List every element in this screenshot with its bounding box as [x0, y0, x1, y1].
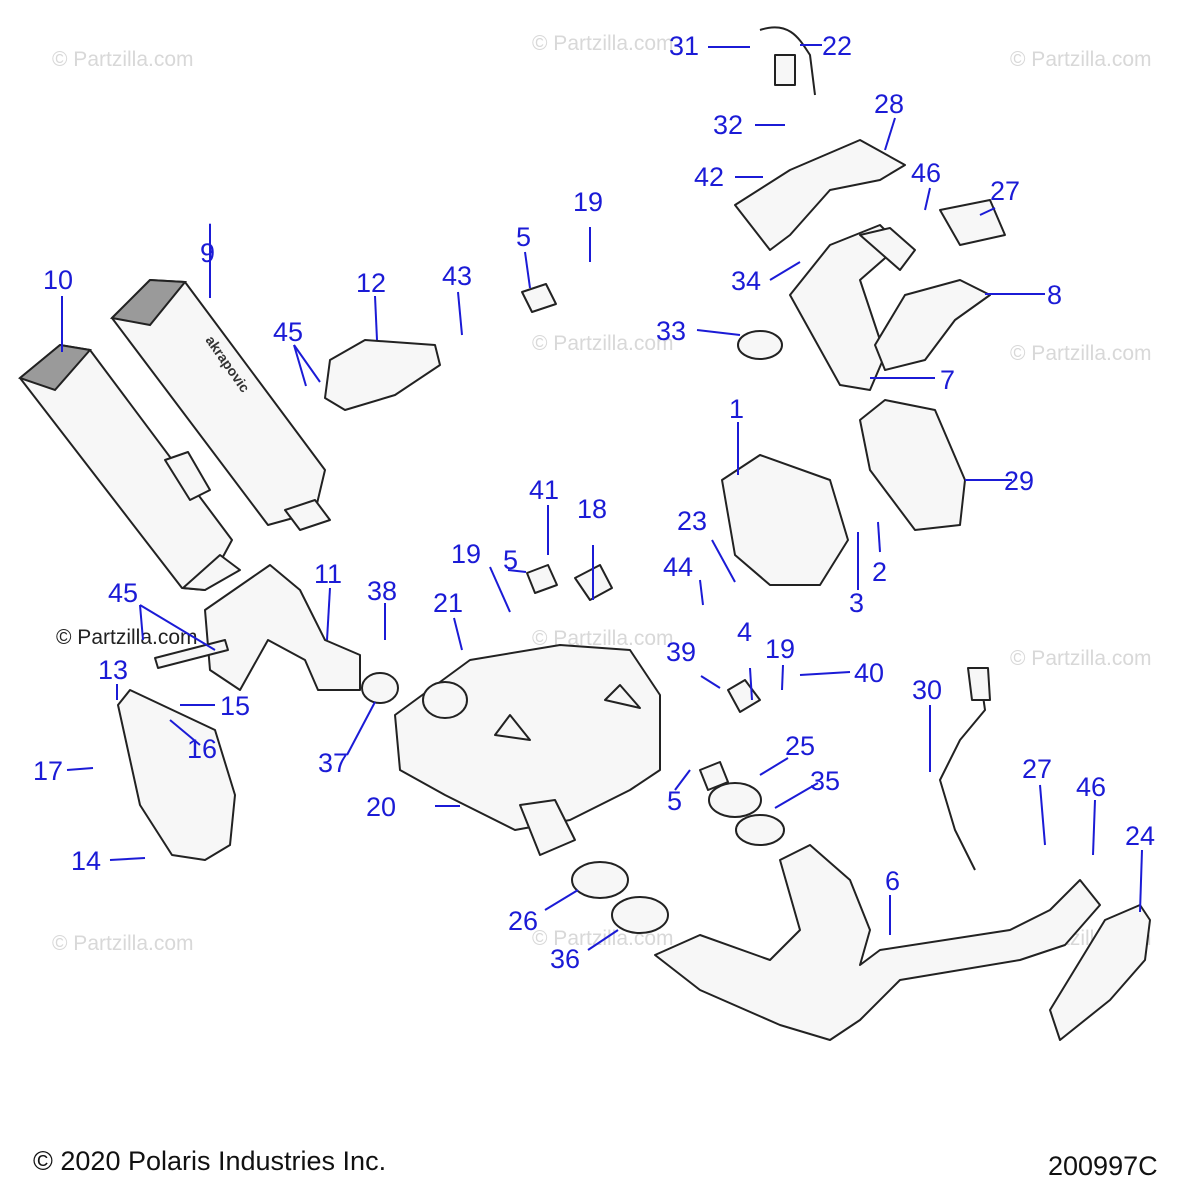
- diagram-id: 200997C: [1048, 1151, 1158, 1181]
- callout-label[interactable]: 35: [810, 766, 840, 796]
- watermark: © Partzilla.com: [52, 48, 194, 71]
- cover: [721, 454, 849, 586]
- bushing: [521, 283, 557, 313]
- callout-label[interactable]: 20: [366, 792, 396, 822]
- callout-label[interactable]: 4: [737, 617, 752, 647]
- leader-lines: [61, 44, 1143, 951]
- clamp: [611, 896, 669, 934]
- callout-label[interactable]: 27: [1022, 754, 1052, 784]
- callout-label[interactable]: 45: [273, 317, 303, 347]
- callout-label[interactable]: 46: [1076, 772, 1106, 802]
- parts-drawing: akrapovic: [17, 26, 1151, 1041]
- watermark: © Partzilla.com: [1010, 342, 1152, 365]
- callout-label[interactable]: 28: [874, 89, 904, 119]
- clamp: [735, 814, 785, 846]
- callout-label[interactable]: 24: [1125, 821, 1155, 851]
- bushing: [526, 564, 558, 594]
- callout-label[interactable]: 23: [677, 506, 707, 536]
- heat-shield-top: [734, 139, 906, 251]
- o2-sensor-connector: [774, 54, 796, 86]
- callout-label[interactable]: 16: [187, 734, 217, 764]
- callout-label[interactable]: 25: [785, 731, 815, 761]
- callout-label[interactable]: 1: [729, 394, 744, 424]
- bracket: [727, 679, 761, 713]
- callout-label[interactable]: 22: [822, 31, 852, 61]
- gasket-upper: [939, 199, 1006, 246]
- callout-label[interactable]: 44: [663, 552, 693, 582]
- sleeve: [708, 782, 762, 818]
- callout-label[interactable]: 26: [508, 906, 538, 936]
- callout-label[interactable]: 17: [33, 756, 63, 786]
- callout-label[interactable]: 42: [694, 162, 724, 192]
- watermark: © Partzilla.com: [532, 332, 674, 355]
- callout-label[interactable]: 11: [314, 559, 342, 589]
- watermark-prominent: © Partzilla.com: [56, 626, 198, 649]
- callout-label[interactable]: 27: [990, 176, 1020, 206]
- heat-shield-pipe: [874, 279, 991, 371]
- sleeve: [571, 861, 629, 899]
- heat-shield-left: [117, 689, 236, 861]
- callout-label[interactable]: 8: [1047, 280, 1062, 310]
- callout-label[interactable]: 12: [356, 268, 386, 298]
- callout-labels: 1 2 3 4 5 5 5 6 7 8 9 10 11 12 13 14 15 …: [33, 31, 1155, 974]
- callout-label[interactable]: 34: [731, 266, 761, 296]
- callout-label[interactable]: 33: [656, 316, 686, 346]
- callout-label[interactable]: 13: [98, 655, 128, 685]
- copyright-text: © 2020 Polaris Industries Inc.: [33, 1146, 386, 1176]
- callout-label[interactable]: 5: [503, 545, 518, 575]
- watermark: © Partzilla.com: [532, 32, 674, 55]
- callout-label[interactable]: 38: [367, 576, 397, 606]
- muffler-left: [17, 343, 241, 591]
- head-pipe-lower: [654, 844, 1101, 1041]
- watermark: © Partzilla.com: [1010, 647, 1152, 670]
- callout-label[interactable]: 19: [573, 187, 603, 217]
- callout-label[interactable]: 15: [220, 691, 250, 721]
- callout-label[interactable]: 37: [318, 748, 348, 778]
- link-pipe: [204, 564, 361, 691]
- head-pipe-upper: [789, 224, 901, 391]
- callout-label[interactable]: 2: [872, 557, 887, 587]
- callout-label[interactable]: 31: [669, 31, 699, 61]
- callout-label[interactable]: 14: [71, 846, 101, 876]
- muffler-right: akrapovic: [109, 278, 331, 531]
- callout-label[interactable]: 7: [940, 365, 955, 395]
- callout-label[interactable]: 10: [43, 265, 73, 295]
- callout-label[interactable]: 30: [912, 675, 942, 705]
- callout-label[interactable]: 6: [885, 866, 900, 896]
- exhaust-flange: [859, 227, 916, 271]
- callout-label[interactable]: 19: [451, 539, 481, 569]
- callout-label[interactable]: 18: [577, 494, 607, 524]
- watermark: © Partzilla.com: [532, 627, 674, 650]
- heat-shield-upper: [859, 399, 966, 531]
- callout-label[interactable]: 41: [529, 475, 559, 505]
- o2-sensor-upper: [759, 26, 816, 96]
- callout-label[interactable]: 9: [200, 238, 215, 268]
- callout-label[interactable]: 39: [666, 637, 696, 667]
- callout-label[interactable]: 21: [433, 588, 463, 618]
- callout-label[interactable]: 45: [108, 578, 138, 608]
- bushing: [699, 761, 729, 791]
- callout-label[interactable]: 29: [1004, 466, 1034, 496]
- callout-label[interactable]: 3: [849, 588, 864, 618]
- callout-label[interactable]: 5: [516, 222, 531, 252]
- o2-sensor-lower: [938, 674, 987, 871]
- muffler-box: [394, 644, 661, 856]
- watermark: © Partzilla.com: [1010, 48, 1152, 71]
- callout-label[interactable]: 36: [550, 944, 580, 974]
- heat-shield-lower: [1049, 904, 1151, 1041]
- watermark: © Partzilla.com: [52, 932, 194, 955]
- callout-label[interactable]: 32: [713, 110, 743, 140]
- callout-label[interactable]: 46: [911, 158, 941, 188]
- muffler-bracket: [324, 339, 441, 411]
- callout-label[interactable]: 40: [854, 658, 884, 688]
- callout-label[interactable]: 43: [442, 261, 472, 291]
- clamp: [737, 330, 783, 360]
- o2-sensor-connector: [967, 667, 991, 701]
- callout-label[interactable]: 19: [765, 634, 795, 664]
- callout-label[interactable]: 5: [667, 786, 682, 816]
- clamp: [361, 672, 399, 704]
